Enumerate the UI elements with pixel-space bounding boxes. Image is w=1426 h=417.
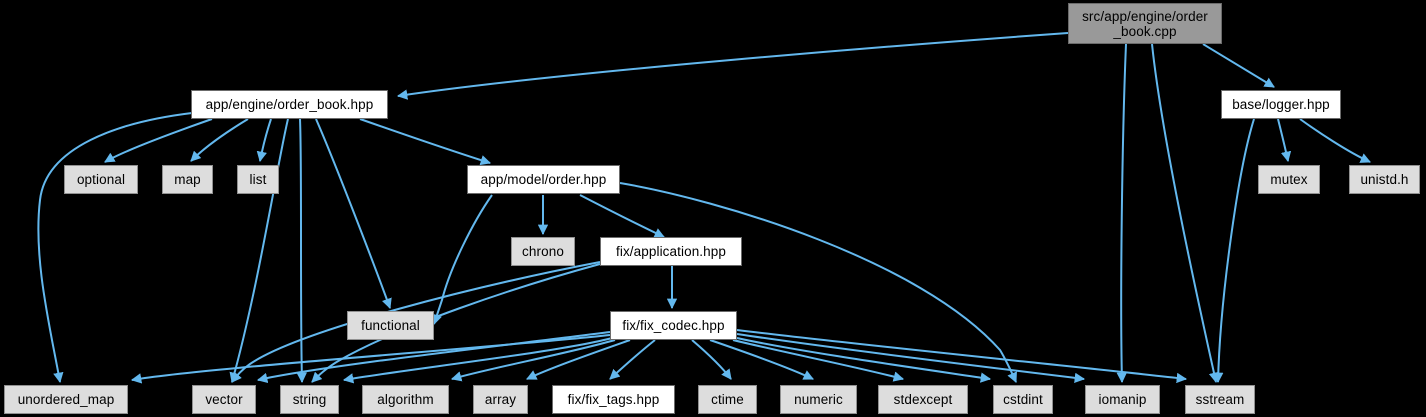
graph-node-map[interactable]: map — [162, 165, 213, 194]
graph-edge — [315, 118, 392, 309]
graph-node-mutex[interactable]: mutex — [1258, 165, 1320, 194]
graph-node-sstream[interactable]: sstream — [1185, 385, 1255, 414]
graph-edge — [342, 337, 613, 384]
graph-edge — [359, 118, 491, 166]
graph-node-fix-tags[interactable]: fix/fix_tags.hpp — [552, 385, 675, 414]
graph-edge — [1202, 43, 1275, 88]
graph-node-chrono[interactable]: chrono — [511, 237, 575, 266]
graph-edge — [526, 339, 631, 380]
graph-edge — [256, 118, 272, 163]
graph-edge — [579, 194, 665, 238]
graph-node-unordered-map[interactable]: unordered_map — [4, 385, 128, 414]
graph-node-fix-codec[interactable]: fix/fix_codec.hpp — [610, 311, 737, 340]
graph-edge — [130, 334, 611, 384]
graph-edge — [709, 339, 814, 380]
graph-node-string[interactable]: string — [280, 385, 339, 414]
graph-node-cstdint[interactable]: cstdint — [993, 385, 1053, 414]
graph-node-iomanip[interactable]: iomanip — [1085, 385, 1160, 414]
graph-edge — [190, 118, 249, 162]
graph-edge — [396, 32, 1069, 100]
graph-edge — [609, 339, 656, 380]
graph-edge — [432, 194, 493, 325]
graph-node-application[interactable]: fix/application.hpp — [600, 237, 742, 266]
graph-node-array[interactable]: array — [473, 385, 528, 414]
graph-node-order-hpp[interactable]: app/model/order.hpp — [467, 165, 620, 194]
graph-edge — [1116, 43, 1127, 384]
graph-node-stdexcept[interactable]: stdexcept — [878, 385, 968, 414]
graph-edge — [691, 339, 732, 380]
graph-edge — [736, 337, 992, 383]
graph-node-algorithm[interactable]: algorithm — [362, 385, 449, 414]
graph-edge — [732, 339, 905, 382]
graph-edge — [296, 118, 307, 384]
graph-edge — [1213, 118, 1255, 384]
graph-edge — [1277, 118, 1292, 163]
graph-edge — [451, 339, 616, 382]
graph-node-order-book-hpp[interactable]: app/engine/order_book.hpp — [191, 90, 388, 119]
graph-edge — [1151, 43, 1220, 384]
graph-node-list[interactable]: list — [237, 165, 279, 194]
graph-edge — [736, 329, 1188, 384]
graph-node-unistd[interactable]: unistd.h — [1349, 165, 1420, 194]
graph-edge — [229, 118, 289, 384]
graph-edge — [736, 333, 1086, 384]
graph-node-numeric[interactable]: numeric — [780, 385, 857, 414]
graph-node-functional[interactable]: functional — [347, 311, 434, 340]
graph-edge — [231, 261, 601, 383]
graph-edge — [256, 331, 611, 384]
graph-edge — [1299, 118, 1371, 163]
graph-node-root[interactable]: src/app/engine/order _book.cpp — [1068, 3, 1222, 44]
graph-edge — [619, 182, 1017, 383]
graph-node-logger-hpp[interactable]: base/logger.hpp — [1221, 90, 1341, 119]
graph-edge — [37, 112, 193, 384]
graph-node-ctime[interactable]: ctime — [698, 385, 757, 414]
graph-node-optional[interactable]: optional — [64, 165, 138, 194]
graph-node-vector[interactable]: vector — [192, 385, 256, 414]
graph-edge — [104, 118, 213, 163]
